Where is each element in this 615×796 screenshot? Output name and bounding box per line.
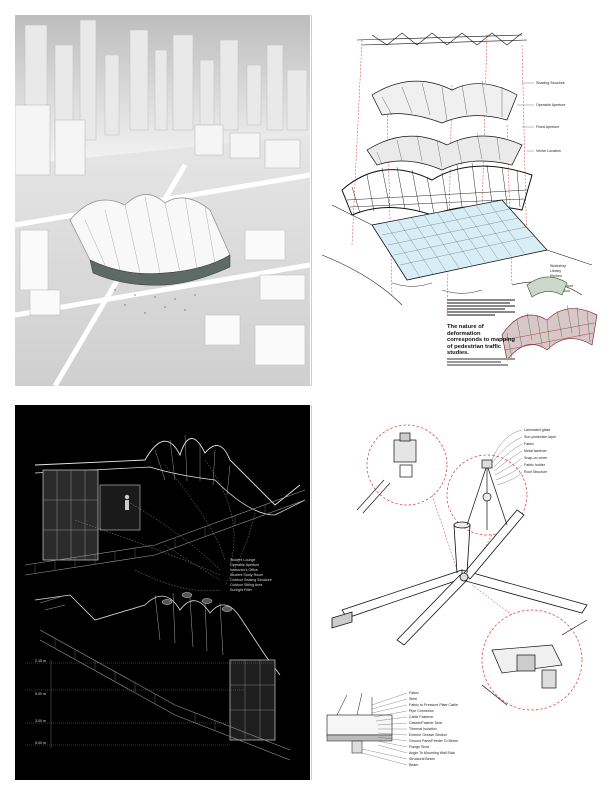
detail-label-11: Angle To Mounting Wall Slab (409, 751, 455, 755)
label-shading-structure: Shading Structure (536, 81, 565, 85)
exploded-axonometric-panel: Shading Structure Operable Aperture Fixe… (311, 15, 604, 386)
ground-floor-plan (321, 199, 593, 306)
label-student-lounge: Student Lounge (230, 558, 255, 562)
label-fixed-aperture: Fixed Aperture (536, 125, 559, 129)
deformation-heading: The nature of deformation corresponds to… (447, 324, 515, 357)
detail-label-3: Fabric to Pressure Plate Cable (409, 703, 458, 707)
upper-building-section (24, 434, 306, 576)
detail-label-7: Thermal Isolation (409, 727, 437, 731)
operable-aperture-layer (371, 80, 518, 124)
canopy-building (69, 194, 231, 314)
label-student-study-room: Student Study Room (230, 573, 263, 577)
body-paragraph (447, 357, 515, 366)
dimension-lines (25, 660, 275, 748)
detail-label-5: Cable Fastener (409, 715, 434, 719)
massing-render-panel (15, 15, 310, 386)
label-operable-aperture: Operable Aperture (230, 563, 259, 567)
label-laminated-glass: Laminated glass (524, 428, 550, 432)
label-instructors-office: Instructor's Office (230, 568, 258, 572)
dimension-label-3: 3.00 m (35, 719, 46, 723)
intro-paragraph (447, 298, 515, 322)
label-library: Library (550, 269, 561, 273)
massing-render (15, 15, 310, 386)
label-snap-on-cover: Snap-on cover (524, 456, 548, 460)
section-labels: Student Lounge Operable Aperture Instruc… (230, 558, 272, 592)
detail-label-13: Beam (409, 763, 418, 767)
detail-label-4: Pipe Connector (409, 709, 435, 713)
label-sun-protection: Sun-protection layer (524, 435, 557, 439)
label-roof-structure: Roof Structure (524, 470, 547, 474)
dimension-label-4: 5.00 m (35, 741, 46, 745)
detail-label-6: Gasket/Fastner Seal (409, 721, 442, 725)
bracket-detail (481, 619, 588, 706)
deformation-surface-study (501, 276, 598, 361)
node-detail-panel: Laminated glass Sun-protection layer Fab… (311, 405, 604, 780)
fixed-aperture-layer (366, 135, 523, 171)
label-vector-location: Vector Location (536, 149, 561, 153)
label-operable-aperture: Operable Aperture (536, 103, 565, 107)
detail-label-9: Ground Pane/Feeder To Beam (409, 739, 458, 743)
section-perspective: Student Lounge Operable Aperture Instruc… (24, 434, 306, 761)
dimension-label-1: 2.15 m (35, 659, 46, 663)
exploded-axonometric: Shading Structure Operable Aperture Fixe… (321, 32, 598, 361)
fastener-detail (356, 432, 417, 514)
section-detail: Fabric Steel Fabric to Pressure Plate Ca… (326, 691, 458, 767)
detail-label-10: Flange Shoe (409, 745, 429, 749)
tripod-connector-detail (466, 459, 508, 530)
cross-node-assembly (331, 509, 588, 646)
detail-label-8: Exterior Grease Section (409, 733, 447, 737)
label-fabric-holder: Fabric holder (524, 463, 546, 467)
node-detail-drawing: Laminated glass Sun-protection layer Fab… (326, 424, 588, 767)
label-workshop: Workshop (550, 264, 566, 268)
detail-label-12: Structural Beam (409, 757, 435, 761)
label-kitchen: Kitchen (550, 274, 562, 278)
detail-label-1: Fabric (409, 691, 419, 695)
label-outdoor-seating: Outdoor Seating Structure (230, 578, 272, 582)
deformation-text-block: The nature of deformation corresponds to… (447, 298, 515, 367)
label-sunlight-filter: Sunlight Filter (230, 588, 253, 592)
layer-labels: Shading Structure Operable Aperture Fixe… (517, 81, 573, 293)
component-labels: Laminated glass Sun-protection layer Fab… (491, 428, 557, 486)
dimension-label-2: 5.00 m (35, 692, 46, 696)
label-fabric: Fabric (524, 442, 534, 446)
vector-location-layer (341, 165, 533, 216)
label-outdoor-sitting-area: Outdoor Sitting Area (230, 583, 262, 587)
label-metal-fastener: Metal fastener (524, 449, 548, 453)
section-perspective-panel: Student Lounge Operable Aperture Instruc… (15, 405, 310, 780)
shading-structure-layer (356, 32, 528, 46)
detail-label-2: Steel (409, 697, 417, 701)
lower-building-section (34, 592, 291, 761)
